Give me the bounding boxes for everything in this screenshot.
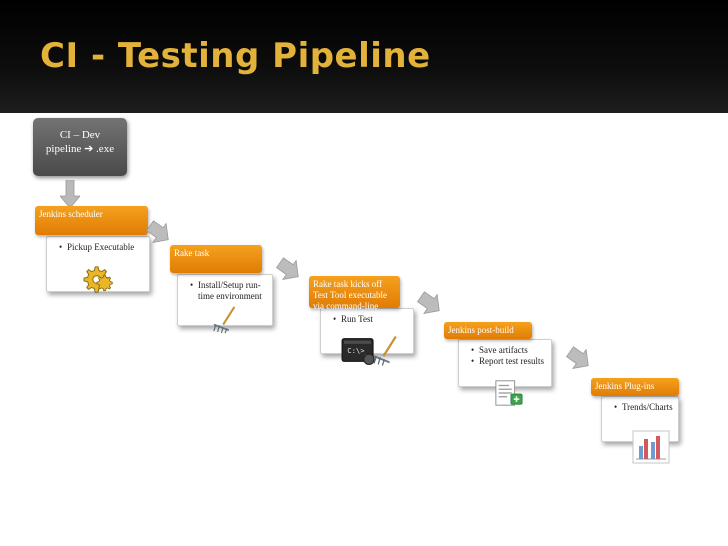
- dev-box-line1: CI – Dev: [59, 129, 101, 141]
- ci-dev-pipeline-box: CI – Dev pipeline ➔ .exe: [33, 118, 127, 176]
- down-arrow-icon: [60, 180, 80, 208]
- report-document-icon: [495, 380, 523, 406]
- flow-arrow-4: [566, 346, 589, 369]
- flow-arrow-2: [276, 257, 299, 280]
- step3-card: Run Test: [320, 308, 414, 354]
- slide-title: CI - Testing Pipeline: [40, 36, 431, 76]
- step4-bullet-2: Report test results: [471, 356, 545, 367]
- title-bar: CI - Testing Pipeline: [0, 0, 728, 113]
- rake-icon: [213, 306, 236, 334]
- step4-header: Jenkins post-build: [444, 322, 532, 339]
- step1-bullet-1: Pickup Executable: [59, 242, 143, 253]
- step5-bullet-1: Trends/Charts: [614, 402, 673, 413]
- step2-header: Rake task: [170, 245, 262, 273]
- step2-bullet-1: Install/Setup run-time environment: [190, 280, 266, 302]
- bar-chart-icon: [632, 430, 670, 464]
- step3-header: Rake task kicks off Test Tool executable…: [309, 276, 400, 311]
- command-prompt-rake-icon: C:\>_: [341, 335, 397, 366]
- svg-text:C:\>_: C:\>_: [347, 346, 369, 355]
- step4-card: Save artifacts Report test results: [458, 339, 552, 387]
- step4-bullet-1: Save artifacts: [471, 345, 545, 356]
- flow-arrow-1: [146, 220, 169, 243]
- gears-icon: [83, 266, 113, 293]
- flow-arrow-3: [417, 291, 440, 314]
- step2-card: Install/Setup run-time environment: [177, 274, 273, 326]
- step3-bullet-1: Run Test: [333, 314, 407, 325]
- step1-header: Jenkins scheduler: [35, 206, 148, 235]
- dev-box-line2: pipeline ➔ .exe: [45, 143, 115, 155]
- step5-header: Jenkins Plug-ins: [591, 378, 679, 396]
